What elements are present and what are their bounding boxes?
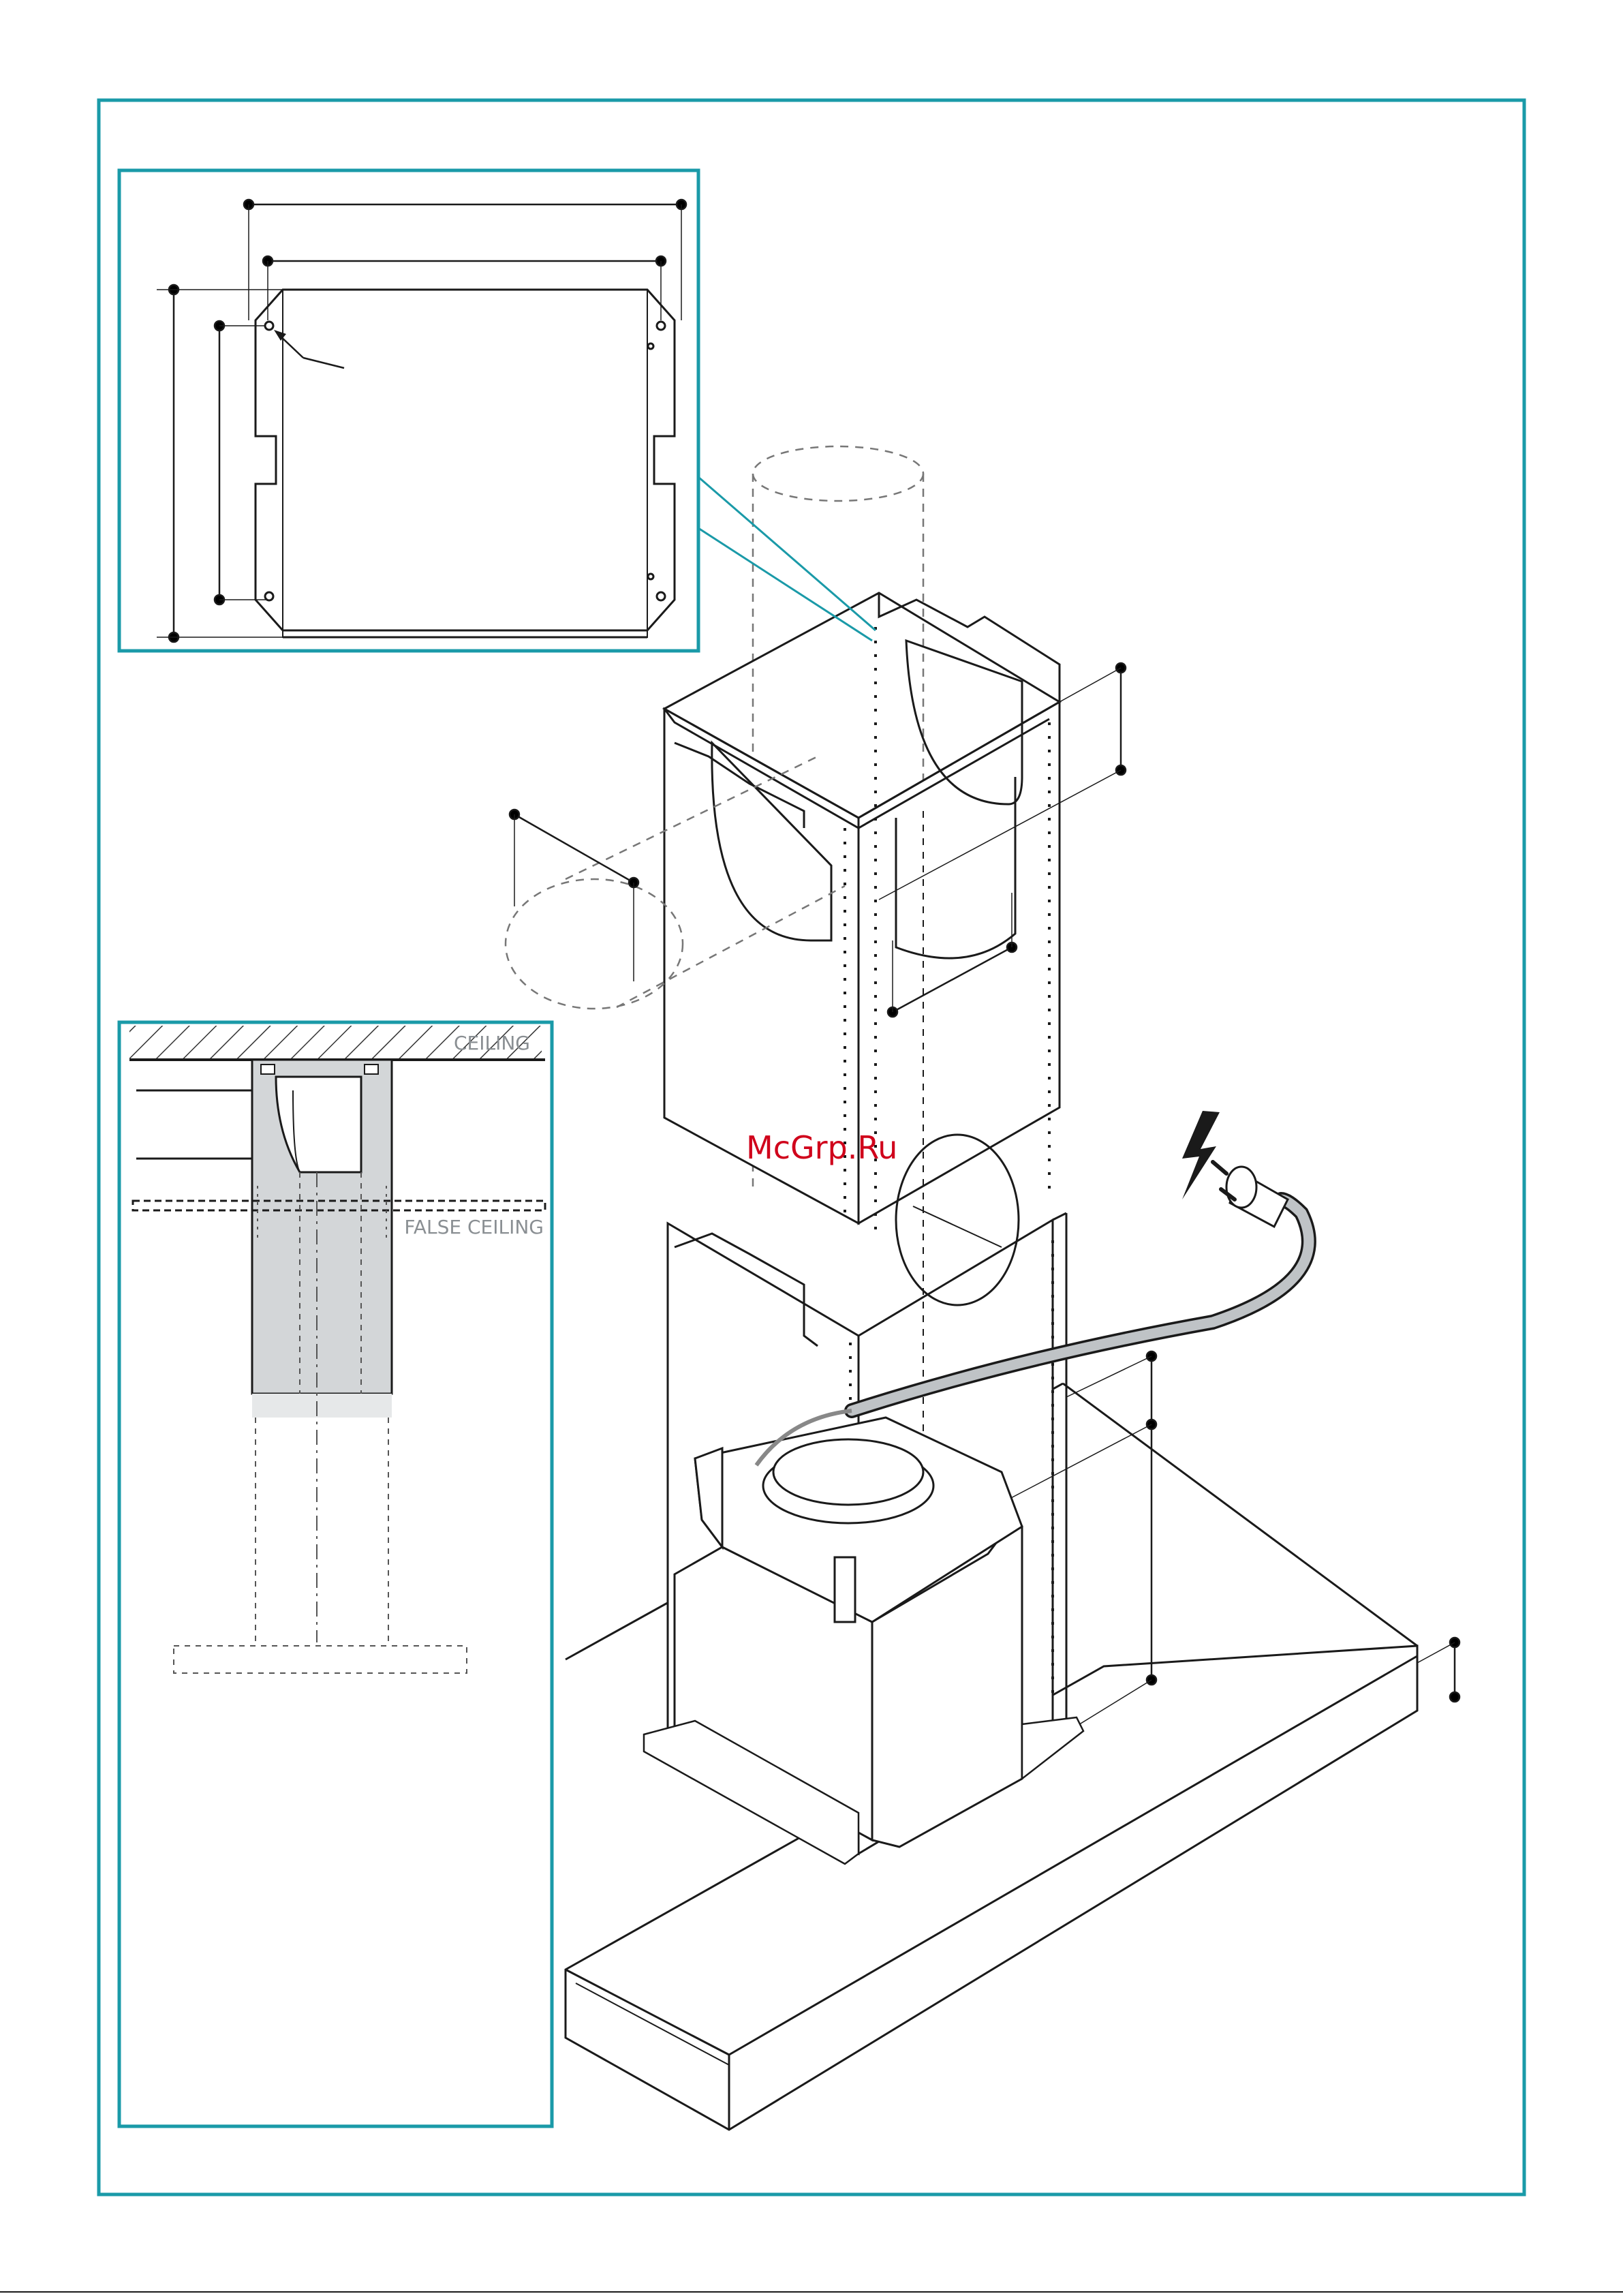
lightning-bolt-icon — [1182, 1111, 1220, 1199]
ceiling-label: CEILING — [454, 1032, 530, 1054]
watermark: McGrp.Ru — [746, 1129, 897, 1166]
false-ceiling-label: FALSE CEILING — [404, 1216, 544, 1238]
inset-ceiling-section: CEILING FALSE CEILING — [119, 1022, 552, 2126]
power-plug-icon — [1213, 1162, 1288, 1227]
inset-top-bracket — [119, 170, 876, 651]
